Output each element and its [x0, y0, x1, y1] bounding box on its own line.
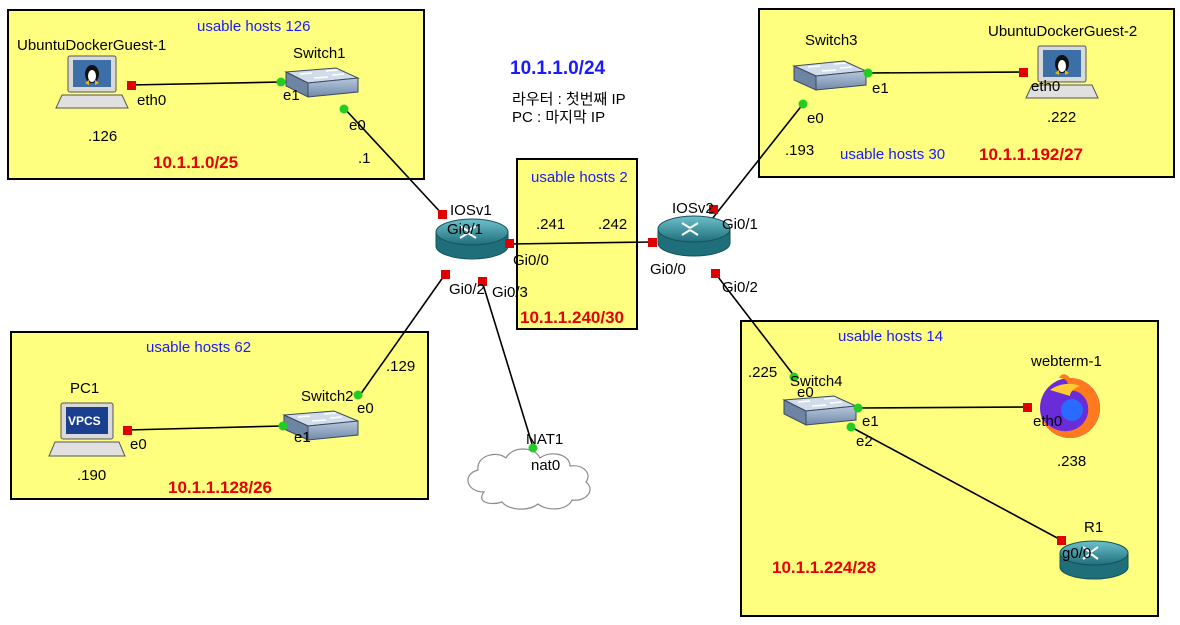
cable-pc1-switch2[interactable] — [126, 425, 283, 431]
zone4-subnet: 10.1.1.192/27 — [979, 145, 1083, 164]
port-switch4-e1: e1 — [862, 413, 879, 430]
zone4-hosts: usable hosts 30 — [840, 146, 946, 163]
r1-router-icon[interactable] — [1059, 540, 1129, 580]
ubuntu1-label[interactable]: UbuntuDockerGuest-1 — [17, 37, 167, 54]
ip-iosv2-gi00: .242 — [598, 216, 628, 233]
port-iosv1-gi00: Gi0/0 — [513, 252, 549, 269]
note-pc-ip: PC : 마지막 IP — [512, 109, 606, 126]
cable-iosv2-switch4[interactable] — [714, 272, 796, 378]
nat1-label[interactable]: NAT1 — [526, 431, 564, 448]
zone1-hosts: usable hosts 126 — [197, 18, 311, 35]
ip-iosv1-gi01: .1 — [358, 150, 371, 167]
port-switch3-e1: e1 — [872, 80, 889, 97]
webterm-firefox-icon[interactable] — [1040, 374, 1100, 438]
port-switch2-e0: e0 — [357, 400, 374, 417]
zone2-subnet: 10.1.1.128/26 — [168, 478, 272, 497]
ip-pc1: .190 — [77, 467, 107, 484]
pc1-screen-text: VPCS — [68, 414, 101, 428]
port-iosv1-gi01: Gi0/1 — [447, 221, 483, 238]
port-switch4-e0: e0 — [797, 384, 814, 401]
port-indicators — [123, 68, 1066, 545]
cable-iosv2-switch3[interactable] — [711, 103, 804, 220]
cable-switch1-iosv1[interactable] — [343, 107, 444, 216]
switch4-icon[interactable] — [782, 395, 858, 426]
ip-iosv2-gi02: .225 — [748, 364, 778, 381]
switch2-label[interactable]: Switch2 — [301, 388, 354, 405]
port-ubuntu1-eth0: eth0 — [137, 92, 167, 109]
port-switch3-e0: e0 — [807, 110, 824, 127]
ubuntu1-computer-icon[interactable] — [55, 55, 129, 109]
ip-ubuntu1: .126 — [88, 128, 118, 145]
ip-ubuntu2: .222 — [1047, 109, 1077, 126]
switch3-label[interactable]: Switch3 — [805, 32, 858, 49]
nat1-cloud-icon[interactable] — [467, 448, 591, 510]
port-iosv2-gi02: Gi0/2 — [722, 279, 758, 296]
ip-iosv2-gi01: .193 — [785, 142, 815, 159]
cable-ubuntu1-switch1[interactable] — [129, 81, 283, 86]
iosv2-label[interactable]: IOSv2 — [672, 200, 714, 217]
ip-iosv1-gi00: .241 — [536, 216, 566, 233]
cable-switch3-ubuntu2[interactable] — [867, 71, 1025, 74]
zone3-hosts: usable hosts 2 — [531, 169, 628, 186]
port-iosv1-gi03: Gi0/3 — [492, 284, 528, 301]
cable-switch4-webterm[interactable] — [857, 406, 1028, 409]
port-ubuntu2-eth0: eth0 — [1031, 78, 1061, 95]
port-switch4-e2: e2 — [856, 433, 873, 450]
r1-label[interactable]: R1 — [1084, 519, 1104, 536]
port-switch2-e1: e1 — [294, 429, 311, 446]
ip-iosv1-gi02: .129 — [386, 358, 416, 375]
cable-iosv1-iosv2[interactable] — [508, 241, 653, 245]
ubuntu2-label[interactable]: UbuntuDockerGuest-2 — [988, 23, 1138, 40]
pc1-vpcs-icon[interactable] — [48, 402, 126, 457]
switch2-icon[interactable] — [282, 410, 359, 441]
port-webterm-eth0: eth0 — [1033, 413, 1063, 430]
switch4-label[interactable]: Switch4 — [790, 373, 843, 390]
pc1-label[interactable]: PC1 — [70, 380, 100, 397]
zone5-subnet: 10.1.1.224/28 — [772, 558, 876, 577]
port-switch1-e1: e1 — [283, 87, 300, 104]
iosv2-router-icon[interactable] — [657, 215, 731, 257]
zone5-hosts: usable hosts 14 — [838, 328, 944, 345]
ip-webterm: .238 — [1057, 453, 1087, 470]
zone3-subnet: 10.1.1.240/30 — [520, 308, 624, 327]
note-router-ip: 라우터 : 첫번째 IP — [512, 91, 626, 108]
switch1-label[interactable]: Switch1 — [293, 45, 346, 62]
port-r1-g00: g0/0 — [1062, 545, 1092, 562]
title-subnet: 10.1.1.0/24 — [510, 58, 606, 79]
iosv1-router-icon[interactable] — [435, 218, 509, 260]
iosv1-label[interactable]: IOSv1 — [450, 202, 492, 219]
zone2-hosts: usable hosts 62 — [146, 339, 252, 356]
switch3-icon[interactable] — [792, 60, 868, 91]
ubuntu2-computer-icon[interactable] — [1025, 45, 1099, 99]
port-iosv1-gi02: Gi0/2 — [449, 281, 485, 298]
cable-switch4-r1[interactable] — [850, 426, 1062, 541]
zone1-subnet: 10.1.1.0/25 — [153, 153, 239, 172]
zone-subnet-4 — [758, 8, 1175, 178]
port-nat1-nat0: nat0 — [531, 457, 561, 474]
port-pc1-e0: e0 — [130, 436, 147, 453]
port-iosv2-gi01: Gi0/1 — [722, 216, 758, 233]
cable-switch2-iosv1[interactable] — [359, 272, 447, 396]
cable-iosv1-nat1[interactable] — [481, 280, 534, 448]
webterm-label[interactable]: webterm-1 — [1031, 353, 1102, 370]
port-switch1-e0: e0 — [349, 117, 366, 134]
port-iosv2-gi00: Gi0/0 — [650, 261, 686, 278]
switch1-icon[interactable] — [284, 67, 360, 98]
